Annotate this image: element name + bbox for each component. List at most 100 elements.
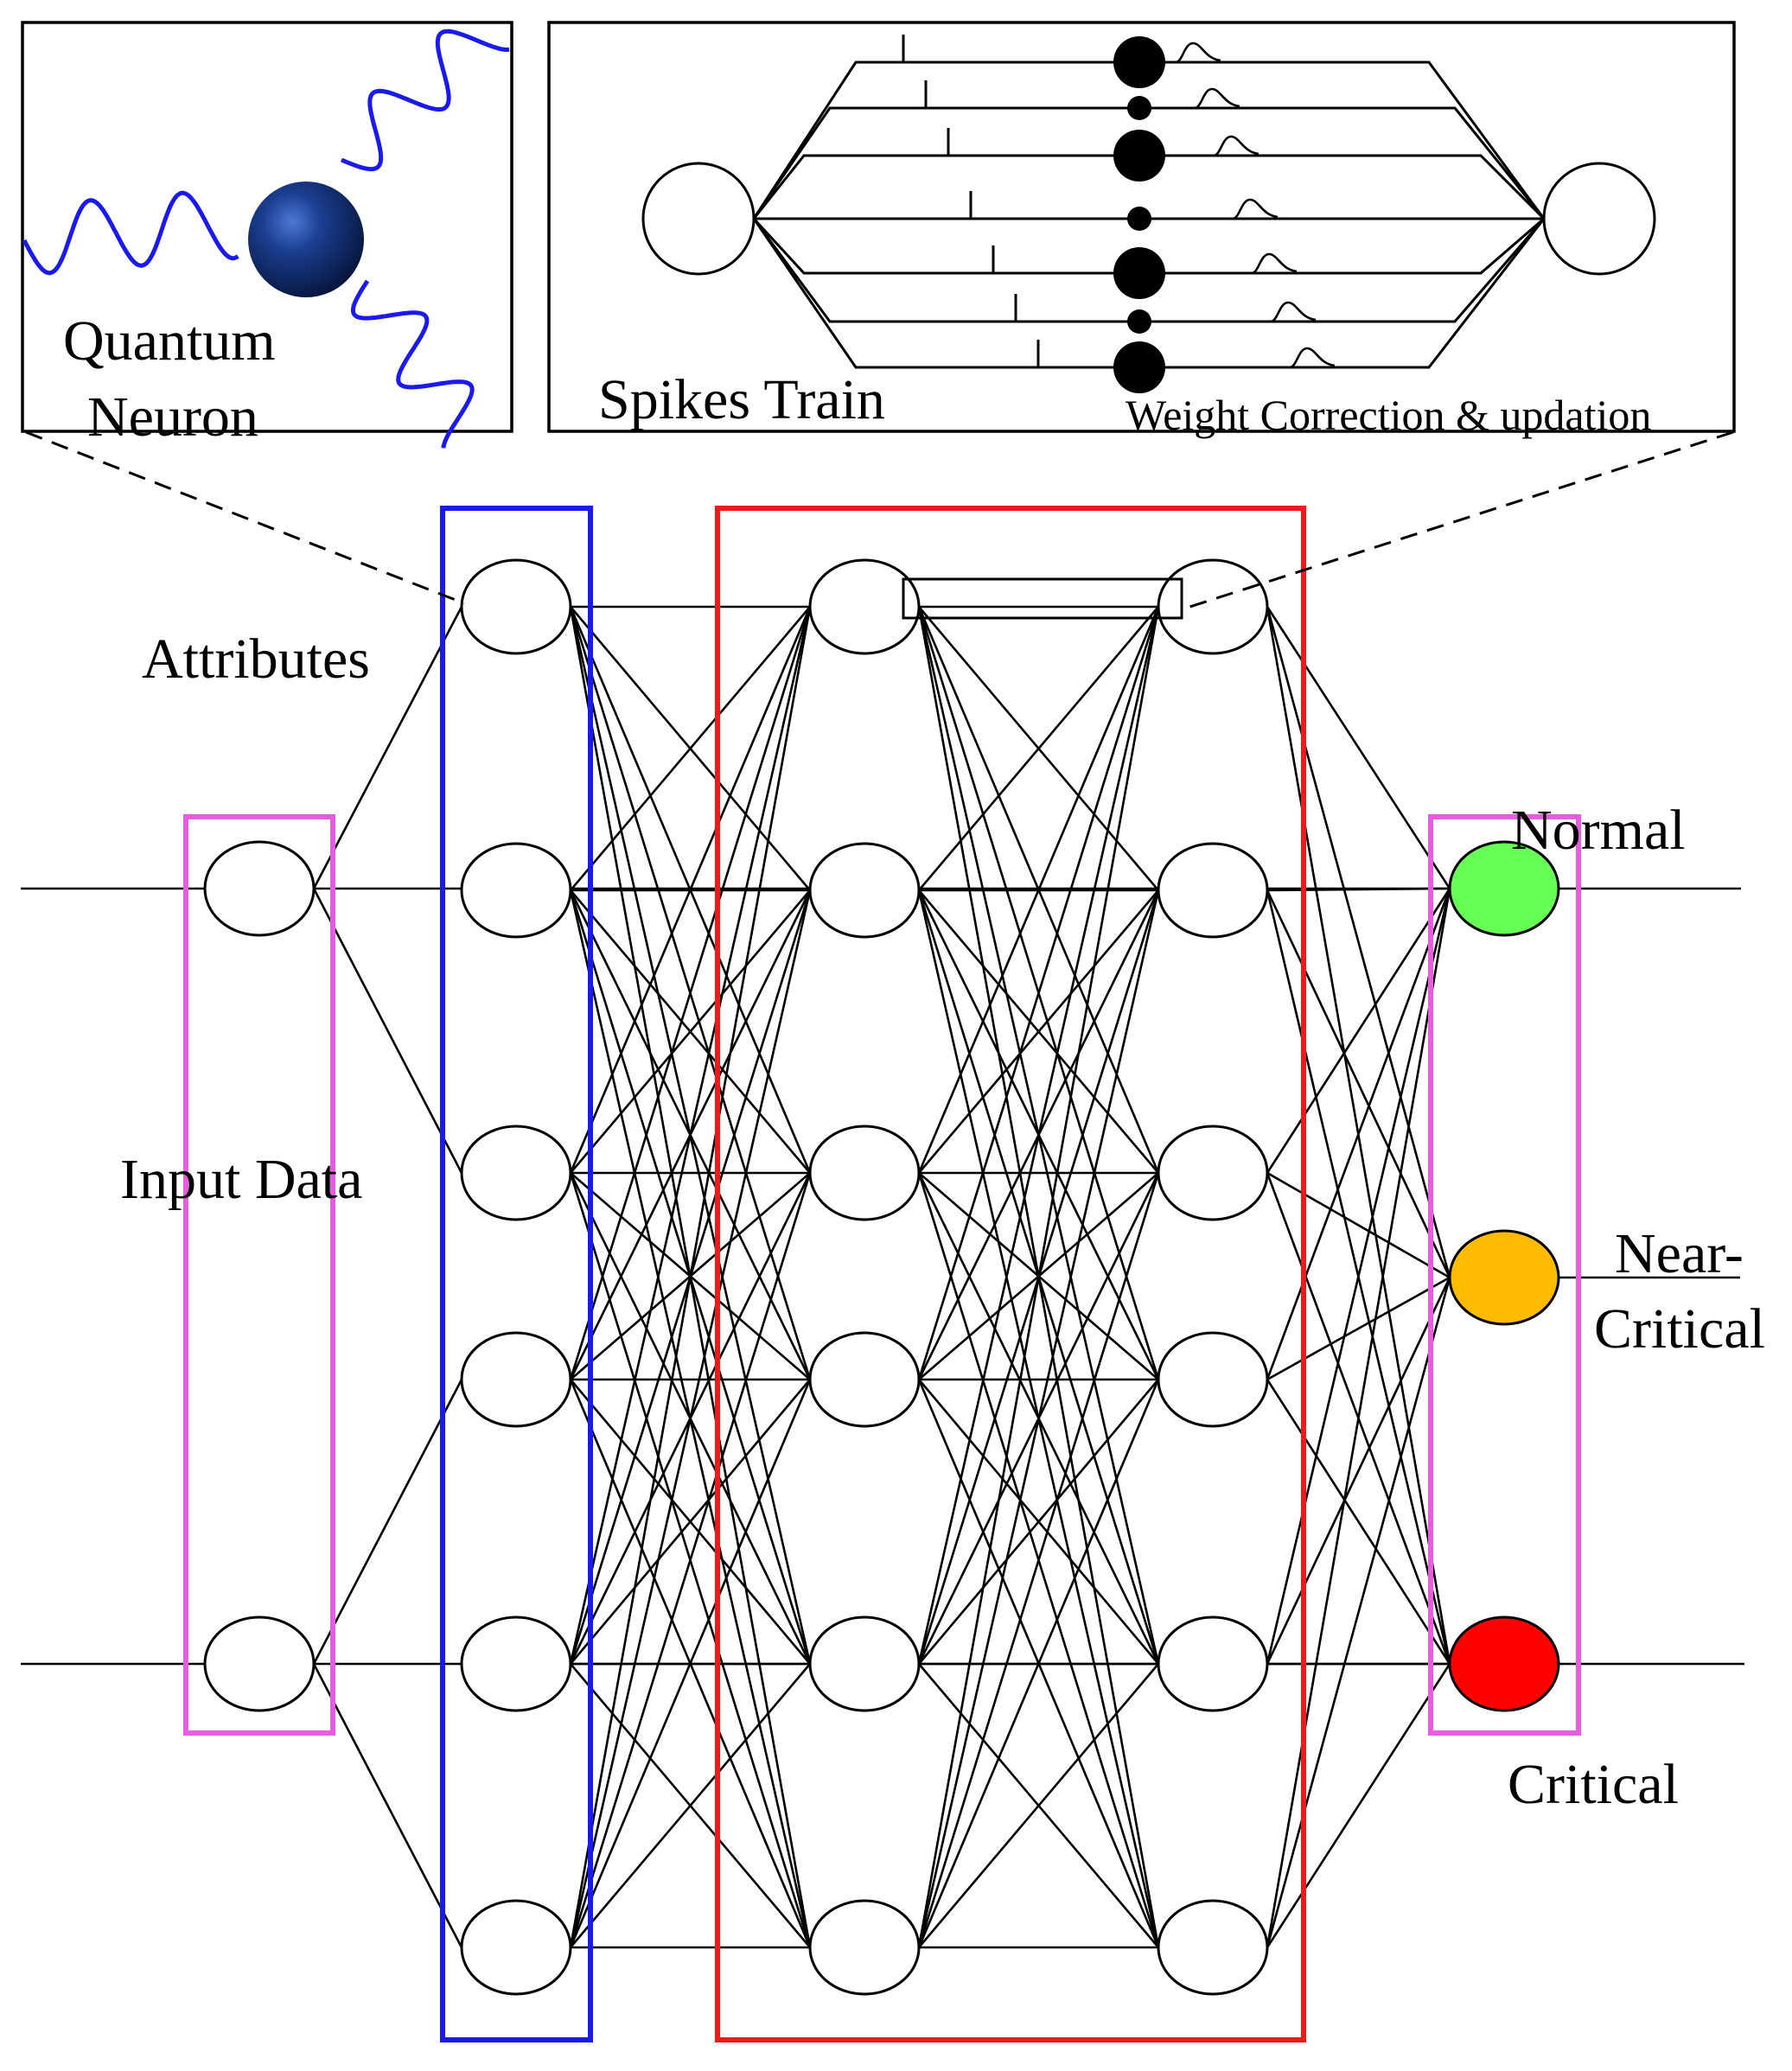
hidden-node	[1157, 558, 1269, 655]
post-spike-response	[1289, 347, 1336, 369]
pre-synaptic-neuron	[641, 162, 756, 276]
hidden-node	[808, 1899, 921, 1996]
connection-line	[312, 606, 463, 889]
connection-line	[917, 606, 1160, 1380]
spikes-train-label: Spikes Train	[598, 368, 885, 431]
connection-line	[312, 1663, 463, 1948]
quantum-neuron-panel	[21, 21, 513, 449]
connection-line	[1266, 888, 1451, 1380]
connection-line	[918, 1663, 1159, 1948]
connection-line	[1266, 888, 1451, 1665]
post-spike-response	[1175, 41, 1221, 64]
post-spike-response	[1270, 301, 1317, 323]
hidden-node	[808, 1615, 921, 1712]
weight-dot	[1127, 309, 1151, 334]
hidden-node	[808, 842, 921, 939]
connection-line	[1266, 888, 1451, 1948]
connection-line	[918, 1379, 1159, 1665]
hidden-node	[1157, 1615, 1269, 1712]
attributes-label: Attributes	[142, 628, 370, 691]
connections	[312, 605, 1451, 1949]
connection-line	[1266, 1277, 1451, 1665]
attribute-node	[460, 1615, 572, 1712]
output-layer-box	[1428, 814, 1581, 1736]
wave-icon	[350, 279, 475, 449]
weight-dot	[1113, 36, 1165, 88]
connection-line	[1266, 888, 1451, 1174]
connection-line	[1266, 1276, 1451, 1381]
connection-line	[312, 1379, 463, 1665]
hidden-node	[1157, 1125, 1269, 1221]
connection-line	[570, 889, 811, 1174]
weight-dot	[1127, 207, 1151, 231]
weight-dot	[1113, 247, 1165, 299]
highlighted-connection	[902, 577, 1183, 620]
connection-line	[569, 606, 812, 1665]
hidden-node	[1157, 1899, 1269, 1996]
attribute-node	[460, 1125, 572, 1221]
wave-icon	[341, 29, 510, 172]
post-synaptic-neuron	[1542, 162, 1656, 276]
connection-line	[1266, 1277, 1451, 1948]
attribute-node	[460, 1331, 572, 1428]
hidden-node	[808, 1331, 921, 1428]
zoom-line-left	[25, 430, 465, 605]
hidden-layer-box	[715, 506, 1306, 2042]
connection-line	[917, 1172, 1160, 1948]
weight-dot	[1113, 130, 1165, 182]
connection-line	[917, 889, 1160, 1948]
connection-line	[570, 606, 811, 891]
connection-line	[570, 1663, 811, 1948]
connection-line	[1266, 1379, 1451, 1665]
connection-line	[918, 606, 1159, 891]
normal-label: Normal	[1511, 799, 1686, 862]
near-critical-label-line1: Near-	[1615, 1222, 1744, 1285]
connection-line	[1266, 1171, 1451, 1279]
hidden-node	[1157, 1331, 1269, 1428]
connection-line	[1266, 606, 1451, 1278]
wave-icon	[22, 190, 239, 276]
weight-dot	[1113, 341, 1165, 393]
quantum-neuron-label-line2: Neuron	[87, 386, 258, 449]
connection-line	[917, 606, 1160, 1665]
quantum-neuron-label-line1: Quantum	[63, 309, 276, 373]
hidden-node	[808, 558, 921, 655]
connection-line	[1266, 889, 1451, 1278]
connection-line	[569, 889, 812, 1948]
connection-line	[570, 1379, 811, 1665]
output-node-critical	[1448, 1615, 1560, 1712]
post-spike-response	[1232, 198, 1279, 220]
attribute-node	[460, 558, 572, 655]
connection-line	[917, 606, 1160, 1948]
connection-line	[569, 606, 812, 1948]
output-node-near-critical	[1448, 1229, 1560, 1326]
connection-line	[569, 606, 812, 1174]
zoom-line-right	[1181, 430, 1734, 611]
post-spike-response	[1251, 252, 1298, 275]
connection-line	[918, 889, 1159, 1174]
input-data-label: Input Data	[120, 1148, 363, 1211]
connection-line	[917, 606, 1160, 1174]
attribute-node	[460, 842, 572, 939]
post-spike-response	[1194, 87, 1240, 110]
output-node-normal	[1448, 840, 1560, 937]
hidden-node	[1157, 842, 1269, 939]
connection-line	[1266, 1663, 1451, 1948]
attribute-layer-box	[440, 506, 593, 2042]
input-layer-box	[183, 814, 335, 1736]
post-spike-response	[1213, 135, 1260, 157]
near-critical-label-line2: Critical	[1594, 1297, 1765, 1360]
connection-line	[569, 1172, 812, 1948]
input-node	[203, 840, 316, 937]
nodes	[203, 558, 1560, 1996]
critical-label: Critical	[1508, 1753, 1679, 1816]
spikes-train-panel	[547, 21, 1736, 433]
input-node	[203, 1615, 316, 1712]
connection-line	[569, 606, 812, 1380]
weight-dot	[1127, 96, 1151, 120]
connection-line	[1266, 606, 1451, 889]
sphere-icon	[248, 182, 364, 297]
connection-line	[312, 888, 463, 1174]
hidden-node	[808, 1125, 921, 1221]
